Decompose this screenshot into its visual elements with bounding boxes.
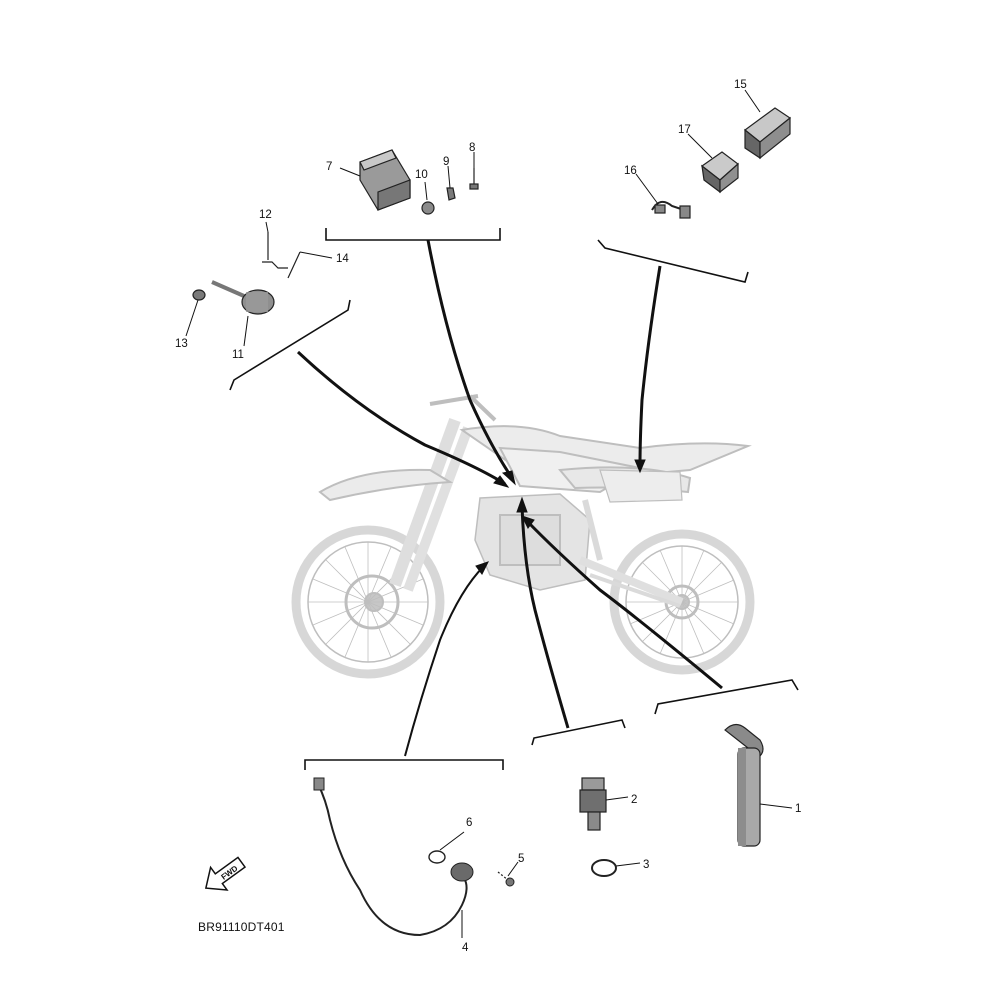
callout-13: 13 bbox=[175, 338, 188, 350]
callout-12: 12 bbox=[259, 209, 272, 221]
ecu-unit bbox=[359, 149, 411, 211]
callout-lines bbox=[185, 89, 793, 938]
callout-17: 17 bbox=[678, 124, 691, 136]
leader-lines bbox=[296, 239, 723, 757]
bracket-12 bbox=[262, 232, 288, 269]
harness-16 bbox=[651, 200, 691, 219]
drawing-code: BR91110DT401 bbox=[198, 920, 285, 934]
rectifier-15 bbox=[744, 107, 792, 160]
switch-2-group bbox=[579, 777, 617, 877]
callout-2: 2 bbox=[631, 794, 637, 806]
callout-6: 6 bbox=[466, 817, 472, 829]
ecu-group bbox=[359, 149, 479, 215]
cap-13 bbox=[192, 289, 206, 301]
screw-8 bbox=[469, 168, 479, 190]
o-ring-6 bbox=[428, 850, 446, 864]
callout-numbers: 1 2 3 4 5 6 7 8 9 10 11 12 13 14 15 16 1… bbox=[175, 79, 801, 954]
arrowhead bbox=[493, 475, 510, 488]
group-brackets bbox=[229, 228, 799, 770]
callout-9: 9 bbox=[443, 156, 449, 168]
callout-7: 7 bbox=[326, 161, 332, 173]
bolt-5 bbox=[497, 871, 515, 887]
relay-group bbox=[651, 107, 792, 219]
callout-5: 5 bbox=[518, 853, 524, 865]
arrowhead bbox=[521, 515, 535, 529]
arrowhead bbox=[475, 561, 489, 575]
arrowhead bbox=[634, 459, 646, 474]
callout-3: 3 bbox=[643, 859, 649, 871]
relay-17 bbox=[700, 151, 739, 194]
callout-11: 11 bbox=[232, 349, 244, 361]
washer-3 bbox=[591, 859, 617, 877]
callout-16: 16 bbox=[624, 165, 637, 177]
sensor-group bbox=[313, 777, 515, 937]
motorcycle-illustration bbox=[291, 394, 755, 679]
callout-8: 8 bbox=[469, 142, 475, 154]
spark-plug-cap-1 bbox=[724, 723, 764, 847]
front-wheel bbox=[291, 525, 445, 679]
sensor-lead-4 bbox=[313, 777, 468, 937]
fwd-arrow-icon: FWD bbox=[204, 856, 247, 891]
bolt-9 bbox=[446, 187, 456, 201]
grommet-10 bbox=[421, 201, 435, 215]
switch-group bbox=[192, 232, 301, 315]
callout-15: 15 bbox=[734, 79, 747, 91]
screw-14 bbox=[287, 251, 301, 279]
callout-14: 14 bbox=[336, 253, 349, 265]
callout-4: 4 bbox=[462, 942, 469, 954]
arrowhead bbox=[501, 470, 516, 486]
switch-11 bbox=[211, 280, 275, 315]
callout-10: 10 bbox=[415, 169, 428, 181]
sensor-body bbox=[450, 862, 474, 882]
arrowhead bbox=[516, 496, 528, 513]
neutral-switch-2 bbox=[579, 777, 607, 831]
callout-1: 1 bbox=[795, 803, 801, 815]
